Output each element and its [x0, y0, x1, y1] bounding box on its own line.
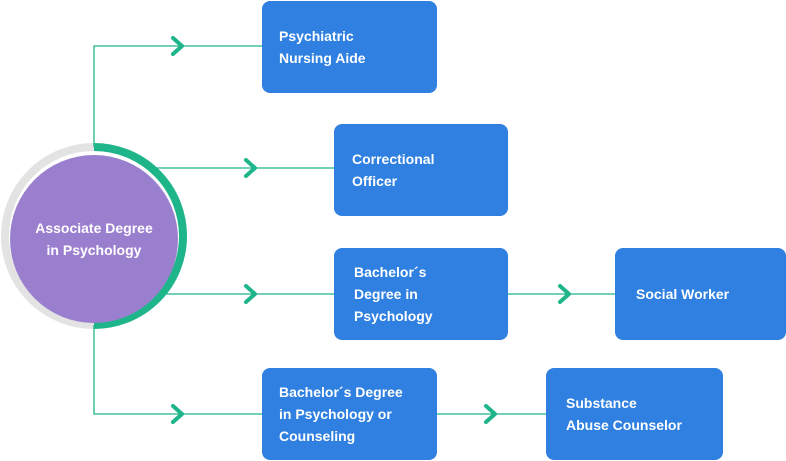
node-substance-abuse-counselor: Substance Abuse Counselor — [546, 368, 723, 460]
hub-associate-degree: Associate Degree in Psychology — [10, 155, 178, 323]
node-label-line: Social Worker — [636, 286, 730, 302]
arrow-icon — [171, 404, 184, 424]
node-bachelors-psychology-counseling: Bachelor´s Degree in Psychology or Couns… — [262, 368, 437, 460]
connector-to-psychiatric-nursing-aide — [93, 45, 262, 147]
node-label-line: in Psychology or — [279, 406, 392, 422]
node-correctional-officer: Correctional Officer — [334, 124, 508, 216]
node-label-line: Correctional — [352, 151, 435, 167]
arrow-icon — [171, 36, 184, 56]
node-label-line: Counseling — [279, 428, 356, 444]
node-label-line: Substance — [566, 395, 637, 411]
node-label-line: Officer — [352, 173, 398, 189]
node-social-worker: Social Worker — [615, 248, 786, 340]
node-label-line: Bachelor´s — [354, 264, 427, 280]
node-label-line: Abuse Counselor — [566, 417, 682, 433]
node-psychiatric-nursing-aide: Psychiatric Nursing Aide — [262, 1, 437, 93]
node-bachelors-psychology: Bachelor´s Degree in Psychology — [334, 248, 508, 340]
hub-label-line: Associate Degree — [35, 220, 153, 236]
node-label-line: Psychology — [354, 308, 433, 324]
hub-label-line: in Psychology — [46, 242, 142, 258]
node-label-line: Psychiatric — [279, 28, 354, 44]
node-label-line: Degree in — [354, 286, 418, 302]
node-label-line: Nursing Aide — [279, 50, 366, 66]
arrow-icon — [484, 404, 497, 424]
node-label-line: Bachelor´s Degree — [279, 384, 403, 400]
hub-ring-accent — [93, 143, 187, 329]
connector-to-bachelors-psychology-counseling — [93, 325, 262, 415]
arrow-icon — [244, 158, 257, 178]
arrow-icon — [558, 284, 571, 304]
arrow-icon — [244, 284, 257, 304]
